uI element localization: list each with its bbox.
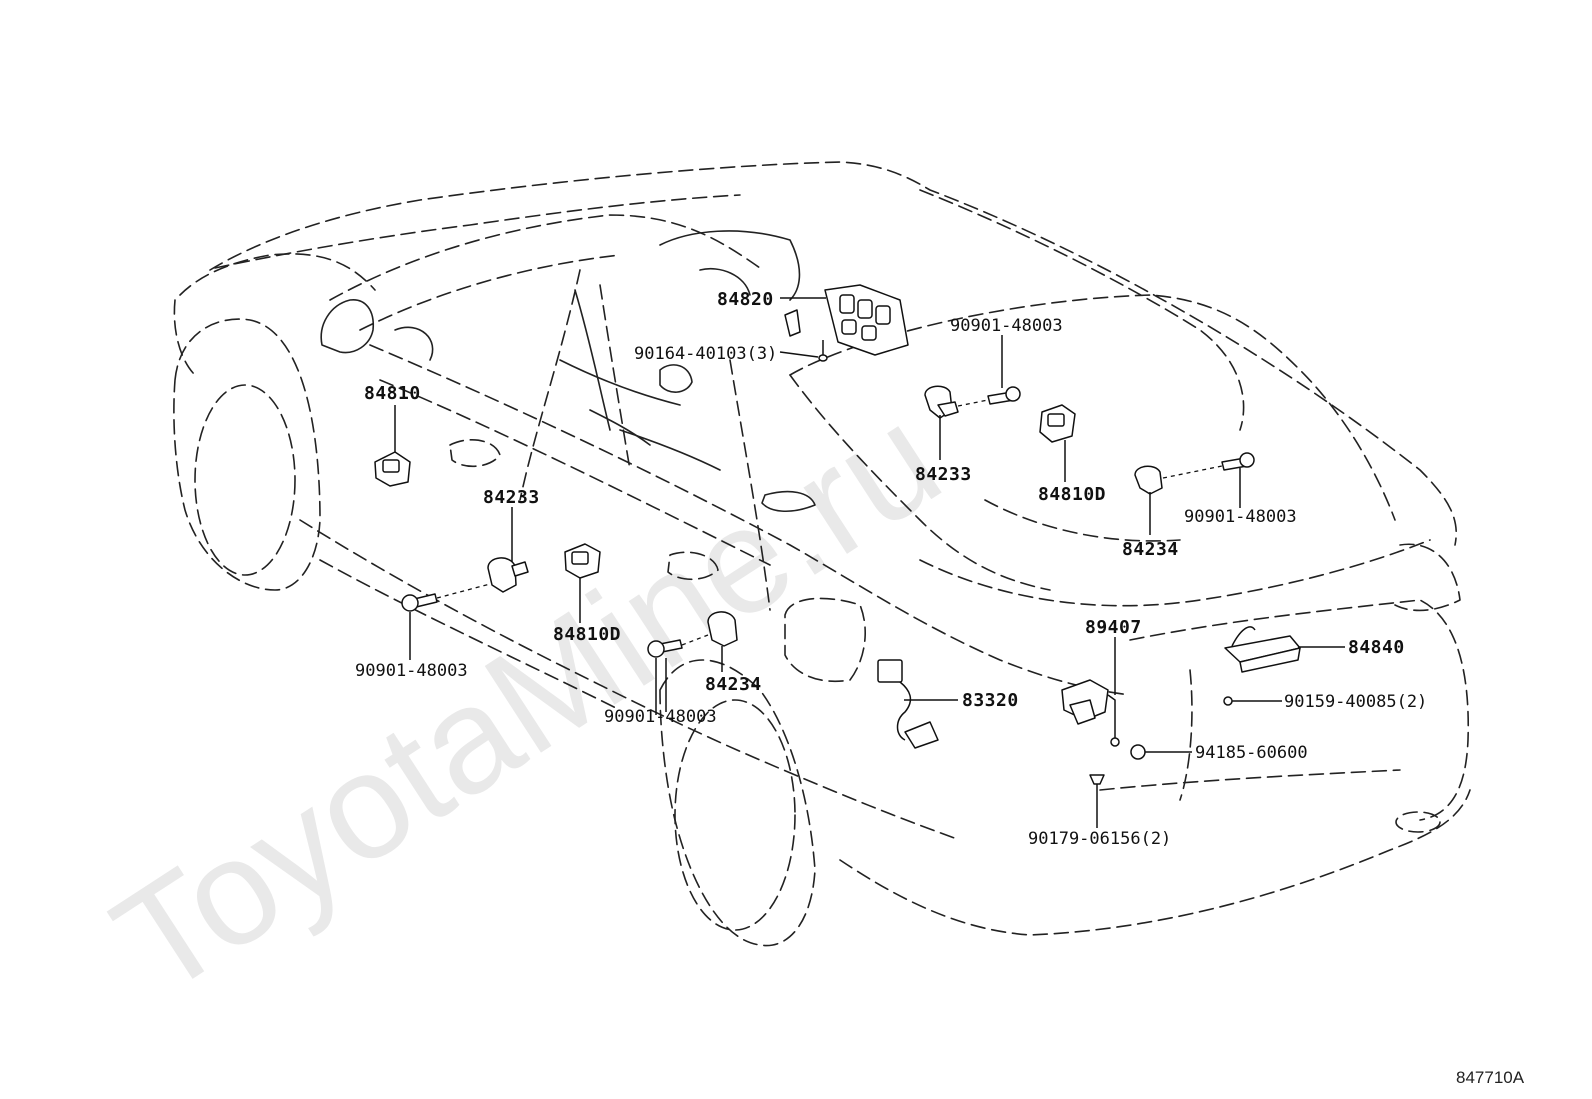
car-interior xyxy=(320,230,816,512)
courtesy-switch-84233-left xyxy=(487,557,529,593)
bolt-90901-left-a xyxy=(401,593,438,612)
opener-switch-84840 xyxy=(1224,626,1301,673)
watermark: ToyotaMine.ru xyxy=(86,373,968,1027)
sensor-83320 xyxy=(877,659,939,749)
svg-text:ToyotaMine.ru: ToyotaMine.ru xyxy=(86,373,968,1027)
window-switch-84810D-right xyxy=(1039,404,1076,443)
label-84234-right: 84234 xyxy=(1122,539,1179,560)
label-84810D-right: 84810D xyxy=(1038,484,1106,505)
courtesy-switch-84234-right xyxy=(1134,465,1163,495)
screw-90159 xyxy=(1223,696,1233,706)
label-90159-40085: 90159-40085(2) xyxy=(1284,692,1427,712)
leader-lines xyxy=(394,297,1345,828)
window-switch-84810D-left xyxy=(564,543,601,579)
part-labels: 84820 90164-40103(3) 90901-48003 84810 8… xyxy=(355,289,1427,849)
label-84820: 84820 xyxy=(717,289,774,310)
label-90901-48003-right: 90901-48003 xyxy=(1184,507,1297,527)
courtesy-switch-84234-left xyxy=(707,611,738,647)
car-body-outline xyxy=(173,161,1471,947)
label-84233-right: 84233 xyxy=(915,464,972,485)
label-90179-06156: 90179-06156(2) xyxy=(1028,829,1171,849)
label-84810: 84810 xyxy=(364,383,421,404)
screw-90164 xyxy=(818,340,828,362)
label-90901-48003-top: 90901-48003 xyxy=(950,316,1063,336)
bolt-90901-left-b xyxy=(647,639,683,658)
label-84810D-left: 84810D xyxy=(553,624,621,645)
label-89407: 89407 xyxy=(1085,617,1142,638)
label-94185-60600: 94185-60600 xyxy=(1195,743,1308,763)
label-90901-48003-bottom: 90901-48003 xyxy=(604,707,717,727)
bolt-90901-right-a xyxy=(987,386,1021,405)
label-84840: 84840 xyxy=(1348,637,1405,658)
label-84234-left: 84234 xyxy=(705,674,762,695)
nut-94185 xyxy=(1130,744,1146,760)
window-switch-84810 xyxy=(374,451,411,487)
label-90901-48003-left: 90901-48003 xyxy=(355,661,468,681)
diagram-code: 847710A xyxy=(1456,1068,1525,1087)
master-window-switch xyxy=(784,284,909,356)
clip-90179 xyxy=(1089,774,1105,785)
label-90164-40103: 90164-40103(3) xyxy=(634,344,777,364)
label-84233-left: 84233 xyxy=(483,487,540,508)
courtesy-switch-84233-right xyxy=(924,385,959,419)
label-83320: 83320 xyxy=(962,690,1019,711)
trunk-unit-89407 xyxy=(1061,679,1120,747)
bolt-90901-right-b xyxy=(1221,452,1255,471)
